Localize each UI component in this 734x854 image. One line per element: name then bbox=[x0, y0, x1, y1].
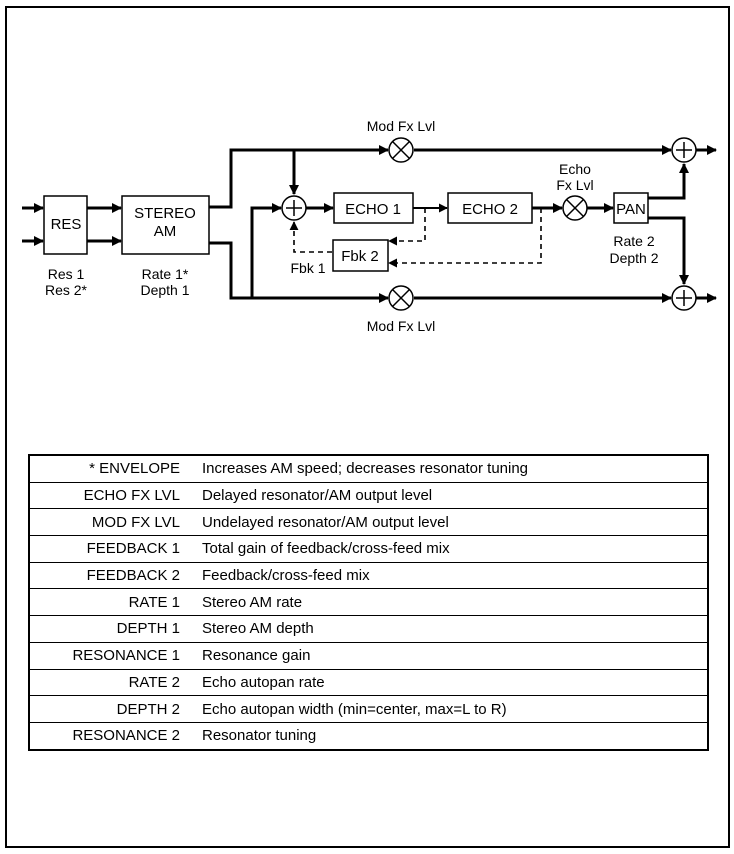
stereo-am-block: STEREO AM bbox=[121, 195, 210, 255]
signal-paths bbox=[209, 145, 717, 303]
stereo-am-label-line1: STEREO bbox=[134, 205, 196, 222]
sum-icon-echo-input bbox=[281, 195, 307, 221]
parameter-name: RESONANCE 2 bbox=[72, 727, 180, 745]
parameter-name: FEEDBACK 1 bbox=[29, 535, 202, 563]
multiplier-icon-mod-top bbox=[388, 137, 414, 163]
pan-params-2: Depth 2 bbox=[609, 250, 658, 266]
parameter-name: RATE 1 bbox=[29, 588, 202, 617]
table-row: RESONANCE 2 Resonator tuning bbox=[29, 722, 708, 749]
parameter-name: RESONANCE 1 bbox=[29, 642, 202, 670]
input-arrows bbox=[22, 203, 122, 246]
res-label: RES bbox=[51, 216, 82, 233]
multiplier-icon-echo bbox=[562, 195, 588, 221]
stereo-am-label-line2: AM bbox=[154, 223, 177, 240]
parameter-name: DEPTH 2 bbox=[29, 695, 202, 723]
echo2-block: ECHO 2 bbox=[447, 192, 533, 224]
am-params-2: Depth 1 bbox=[140, 282, 189, 298]
parameter-name: MOD FX LVL bbox=[29, 508, 202, 537]
parameter-description: Stereo AM rate bbox=[202, 588, 708, 617]
pan-block: PAN bbox=[613, 192, 649, 224]
sum-icon-bottom-output bbox=[671, 285, 697, 311]
mod-fx-level-bottom-label: Mod Fx Lvl bbox=[367, 318, 435, 334]
echo2-label: ECHO 2 bbox=[462, 201, 518, 218]
parameter-description: Resonance gain bbox=[202, 642, 708, 670]
mod-fx-level-top-label: Mod Fx Lvl bbox=[367, 118, 435, 134]
parameter-description: Total gain of feedback/cross-feed mix bbox=[202, 535, 708, 563]
feedback-paths bbox=[289, 208, 542, 268]
parameter-name: FEEDBACK 2 bbox=[29, 562, 202, 590]
page-frame bbox=[5, 6, 730, 848]
parameter-name: RATE 2 bbox=[29, 669, 202, 697]
fbk1-label: Fbk 1 bbox=[290, 260, 325, 276]
multiplier-icon-mod-bottom bbox=[388, 285, 414, 311]
parameter-description: Increases AM speed; decreases resonator … bbox=[202, 455, 708, 483]
parameter-description: Undelayed resonator/AM output level bbox=[202, 508, 708, 537]
fbk2-label: Fbk 2 bbox=[341, 248, 379, 265]
parameter-description: Echo autopan width (min=center, max=L to… bbox=[202, 695, 708, 723]
parameter-description: Echo autopan rate bbox=[202, 669, 708, 697]
fbk2-block: Fbk 2 bbox=[332, 239, 389, 272]
am-params-1: Rate 1* bbox=[142, 266, 189, 282]
echo-fx-level-label-2: Fx Lvl bbox=[556, 177, 593, 193]
parameter-description: Delayed resonator/AM output level bbox=[202, 482, 708, 510]
res-params-1: Res 1 bbox=[48, 266, 85, 282]
pan-label: PAN bbox=[616, 201, 646, 218]
echo-fx-level-label-1: Echo bbox=[559, 161, 591, 177]
sum-icon-top-output bbox=[671, 137, 697, 163]
signal-flow-diagram: RES STEREO AM Res 1 Res 2* Rate 1* Depth… bbox=[22, 118, 717, 334]
parameter-name: * ENVELOPE bbox=[29, 455, 202, 483]
echo1-label: ECHO 1 bbox=[345, 201, 401, 218]
echo1-block: ECHO 1 bbox=[333, 192, 414, 224]
parameter-name: ECHO FX LVL bbox=[29, 482, 202, 510]
res-block: RES bbox=[43, 195, 88, 255]
parameter-description: Stereo AM depth bbox=[202, 615, 708, 643]
parameter-description: Feedback/cross-feed mix bbox=[202, 562, 708, 590]
parameter-description: Resonator tuning bbox=[202, 727, 317, 745]
parameter-name: DEPTH 1 bbox=[29, 615, 202, 643]
res-params-2: Res 2* bbox=[45, 282, 88, 298]
pan-params-1: Rate 2 bbox=[613, 233, 654, 249]
